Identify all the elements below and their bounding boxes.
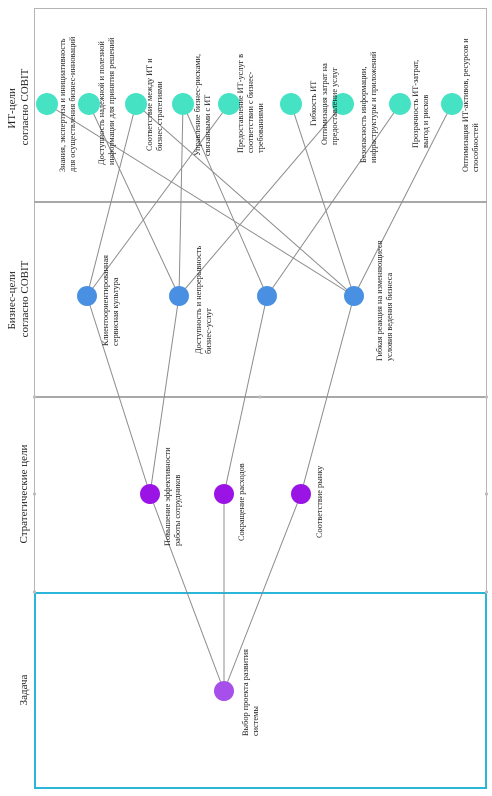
edge — [223, 295, 268, 495]
edge — [223, 493, 302, 692]
lane-title-business: Бизнес-цели согласно COBIT — [6, 260, 31, 337]
it-goal-label: Гибкость ИТ — [309, 81, 318, 126]
strategic-goal-labels: Повышение эффективности работы сотрудник… — [163, 445, 324, 546]
edge — [182, 103, 268, 297]
it-goal-node[interactable] — [441, 93, 463, 115]
edge — [86, 103, 137, 297]
business-goal-node[interactable] — [169, 286, 189, 306]
it-goal-node[interactable] — [218, 93, 240, 115]
edge — [266, 103, 401, 297]
task-node[interactable] — [214, 681, 234, 701]
business-goal-node[interactable] — [77, 286, 97, 306]
edges — [46, 103, 453, 692]
it-goal-nodes — [36, 93, 463, 115]
lane-handle[interactable] — [484, 492, 489, 496]
it-goal-label: Оптимизация затрат на предоставление усл… — [320, 61, 339, 145]
edge — [149, 493, 225, 692]
it-goal-node[interactable] — [78, 93, 100, 115]
it-goal-node[interactable] — [125, 93, 147, 115]
lane-handle[interactable] — [484, 590, 489, 594]
strategic-goal-node[interactable] — [214, 484, 234, 504]
it-goal-label: Соответствие между ИТ и бизнес стратегия… — [145, 56, 164, 151]
it-goal-label: Оптимизация ИТ-активов, ресурсов и спосо… — [461, 36, 480, 172]
edge — [353, 103, 453, 297]
lane-handle[interactable] — [32, 492, 37, 496]
it-goal-node[interactable] — [280, 93, 302, 115]
lane-title-it: ИТ-цели согласно COBIT — [6, 68, 31, 145]
strategic-goal-node[interactable] — [291, 484, 311, 504]
business-goal-node[interactable] — [257, 286, 277, 306]
edge — [135, 103, 355, 297]
business-goal-label: Гибкая реакция на изменяющиеся условия в… — [375, 238, 394, 361]
business-goal-nodes — [77, 286, 364, 306]
lane-handle[interactable] — [32, 395, 37, 399]
strategic-goal-label: Сокращение расходов — [237, 463, 246, 541]
it-goal-node[interactable] — [389, 93, 411, 115]
it-goal-label: Доступность надежной и полезной информац… — [97, 37, 116, 165]
strategic-goal-node[interactable] — [140, 484, 160, 504]
lane-title-task: Задача — [18, 674, 30, 705]
strategic-goal-nodes — [140, 484, 311, 504]
business-goal-labels: Клиентоориентированная сервисная культур… — [101, 238, 394, 361]
lane-handle[interactable] — [32, 590, 37, 594]
edge — [149, 295, 180, 495]
business-goal-label: Доступность и непрерывность бизнес-услуг — [194, 244, 213, 354]
strategic-goal-label: Повышение эффективности работы сотрудник… — [163, 445, 182, 546]
edge — [88, 103, 180, 297]
edge — [290, 103, 355, 297]
it-goal-label: Предоставление ИТ-услуг в соответствии с… — [236, 52, 265, 153]
business-goal-label: Клиентоориентированная сервисная культур… — [101, 253, 120, 346]
edge — [300, 295, 355, 495]
it-goal-label: Прозрачность ИТ-затрат, выгод и рисков — [411, 58, 430, 148]
lane-handle[interactable] — [484, 395, 489, 399]
it-goal-label: Безопасность информации, инфраструктуры … — [359, 51, 378, 163]
edge — [86, 295, 151, 495]
lane-strategic-goals — [34, 396, 487, 593]
it-goal-labels: Знания, экспертиза и инициативность для … — [58, 36, 480, 172]
edge — [46, 103, 355, 297]
lane-it-goals — [34, 8, 487, 203]
it-goal-label: Знания, экспертиза и инициативность для … — [58, 36, 77, 172]
edge — [178, 103, 184, 297]
task-label: Выбор проекта развития системы — [241, 647, 260, 736]
it-goal-node[interactable] — [36, 93, 58, 115]
lane-handle[interactable] — [258, 395, 262, 399]
lane-title-strategic: Стратегические цели — [18, 444, 30, 543]
it-goal-node[interactable] — [172, 93, 194, 115]
business-goal-node[interactable] — [344, 286, 364, 306]
it-goal-label: Управление бизнес-рисками, связанными с … — [193, 52, 212, 156]
it-goal-node[interactable] — [332, 93, 354, 115]
edge — [178, 103, 344, 297]
strategic-goal-label: Соответствие рынку — [315, 465, 324, 538]
lane-task[interactable] — [34, 592, 487, 789]
edge — [86, 103, 230, 297]
